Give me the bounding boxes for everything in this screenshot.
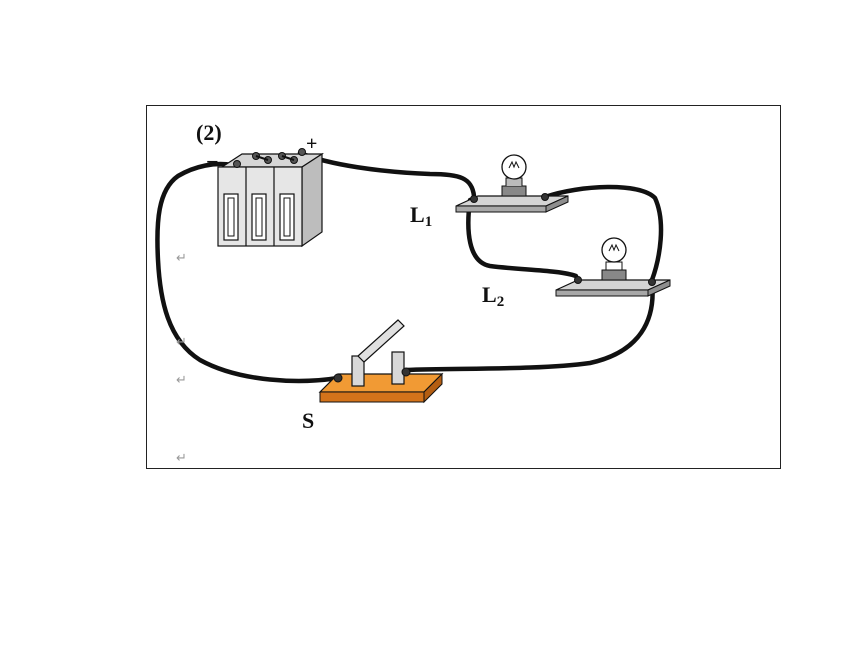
wire-l2-to-switch bbox=[403, 279, 655, 373]
battery-minus-label: − bbox=[206, 149, 219, 174]
switch-label: S bbox=[302, 408, 314, 433]
wire-l1-to-l2 bbox=[466, 197, 579, 279]
wire-switch-to-battery bbox=[155, 161, 341, 384]
lamp-l1-label: L1 bbox=[410, 202, 432, 230]
battery-plus-label: + bbox=[306, 133, 317, 155]
wire-l1-right-loop bbox=[542, 184, 664, 283]
diagram-frame bbox=[146, 105, 781, 469]
figure-label: (2) bbox=[196, 120, 222, 145]
wire-battery-to-l1 bbox=[297, 150, 477, 199]
switch bbox=[318, 319, 444, 404]
lamp-l2 bbox=[555, 237, 671, 297]
lamp-l1 bbox=[455, 154, 569, 213]
paragraph-mark: ↵ bbox=[176, 373, 187, 388]
paragraph-mark: ↵ bbox=[176, 451, 187, 466]
wires bbox=[155, 150, 664, 384]
paragraph-mark: ↵ bbox=[176, 335, 187, 350]
paragraph-mark: ↵ bbox=[176, 251, 187, 266]
battery bbox=[217, 148, 325, 248]
lamp-l2-label: L2 bbox=[482, 282, 504, 310]
